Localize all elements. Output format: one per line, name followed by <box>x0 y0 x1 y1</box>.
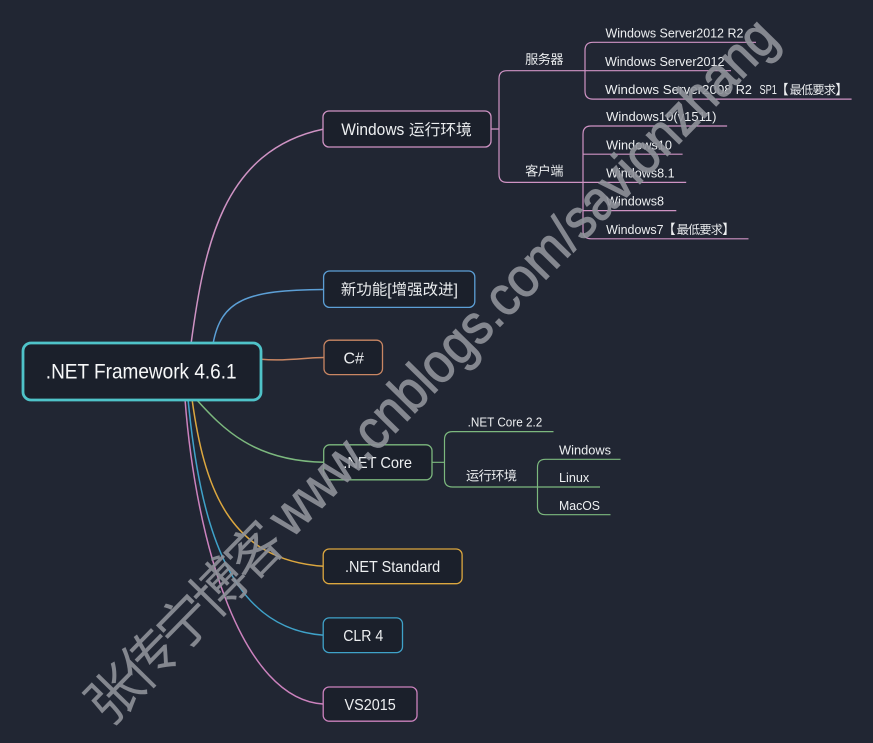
svg-text:Linux: Linux <box>559 470 590 485</box>
svg-text:.NET Core 2.2: .NET Core 2.2 <box>468 414 543 429</box>
svg-text:CLR 4: CLR 4 <box>343 628 383 645</box>
svg-text:Windows8: Windows8 <box>606 194 664 209</box>
svg-text:Windows Server2008: Windows Server2008 <box>605 82 732 97</box>
svg-text:MacOS: MacOS <box>559 498 600 513</box>
svg-text:.NET Core: .NET Core <box>343 455 412 472</box>
svg-text:]: ] <box>454 282 458 299</box>
svg-text:C#: C# <box>344 351 365 368</box>
svg-text:Windows Server2012 R2: Windows Server2012 R2 <box>606 25 744 40</box>
svg-text:R2: R2 <box>736 82 752 97</box>
svg-text:.NET Framework 4.6.1: .NET Framework 4.6.1 <box>46 360 237 383</box>
svg-text:SP1: SP1 <box>760 82 777 97</box>
svg-text:Windows Server2012: Windows Server2012 <box>605 54 725 69</box>
svg-text:Windows10: Windows10 <box>606 137 672 152</box>
svg-text:Windows10(v1511): Windows10(v1511) <box>606 109 716 124</box>
svg-text:Windows: Windows <box>559 442 611 457</box>
svg-text:VS2015: VS2015 <box>345 697 396 714</box>
svg-text:[: [ <box>387 282 392 299</box>
svg-text:Windows7: Windows7 <box>606 222 663 237</box>
svg-text:Windows8.1: Windows8.1 <box>606 166 675 181</box>
svg-text:Windows: Windows <box>341 121 404 139</box>
svg-text:.NET Standard: .NET Standard <box>345 559 440 576</box>
